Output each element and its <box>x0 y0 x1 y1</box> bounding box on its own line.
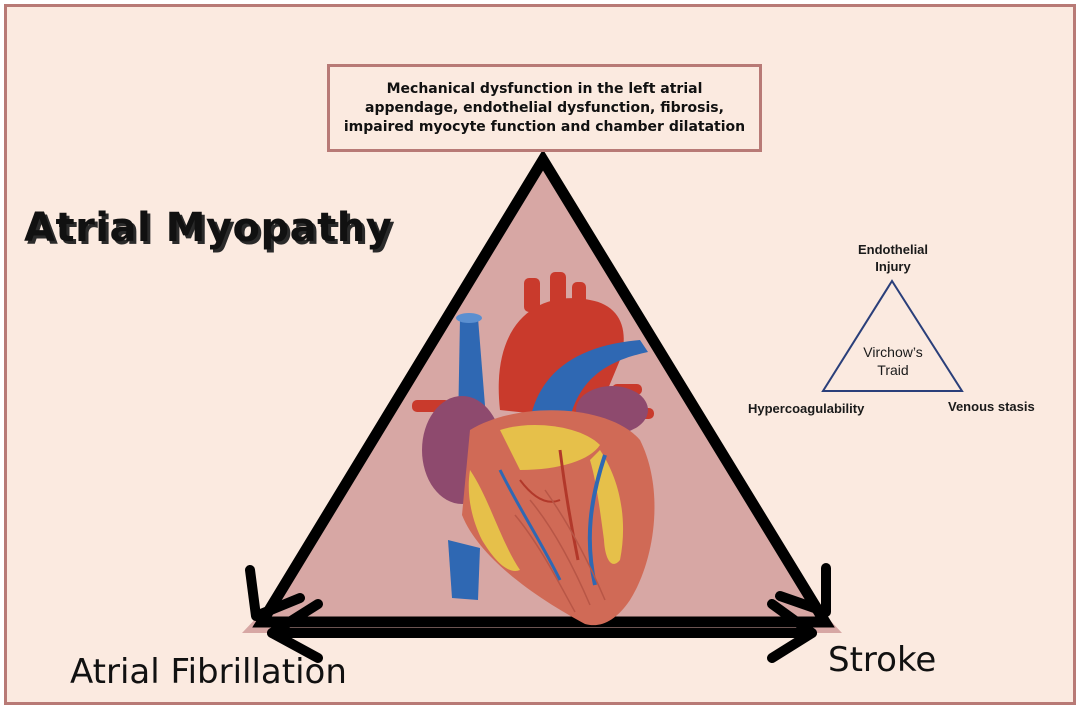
diagram-title: Atrial Myopathy <box>24 205 393 251</box>
virchow-center-line1: Virchow’s <box>863 344 923 360</box>
mechanism-callout: Mechanical dysfunction in the left atria… <box>327 64 762 152</box>
virchow-right-label: Venous stasis <box>948 399 1035 414</box>
right-corner-arrowhead <box>775 563 831 617</box>
heart-illustration <box>412 272 655 626</box>
atrial-fibrillation-label: Atrial Fibrillation <box>70 652 347 692</box>
virchow-top-line2: Injury <box>875 259 911 274</box>
virchow-left-label: Hypercoagulability <box>748 401 865 416</box>
stroke-label: Stroke <box>828 640 937 680</box>
virchow-triangle <box>821 279 964 392</box>
virchow-center-label: Virchow’s Traid <box>848 343 938 379</box>
left-corner-arrowhead <box>245 565 305 621</box>
base-double-arrow <box>267 599 817 663</box>
virchow-top-line1: Endothelial <box>857 242 929 257</box>
virchow-center-line2: Traid <box>877 362 909 378</box>
virchow-top-label: Endothelial Injury <box>838 241 948 275</box>
